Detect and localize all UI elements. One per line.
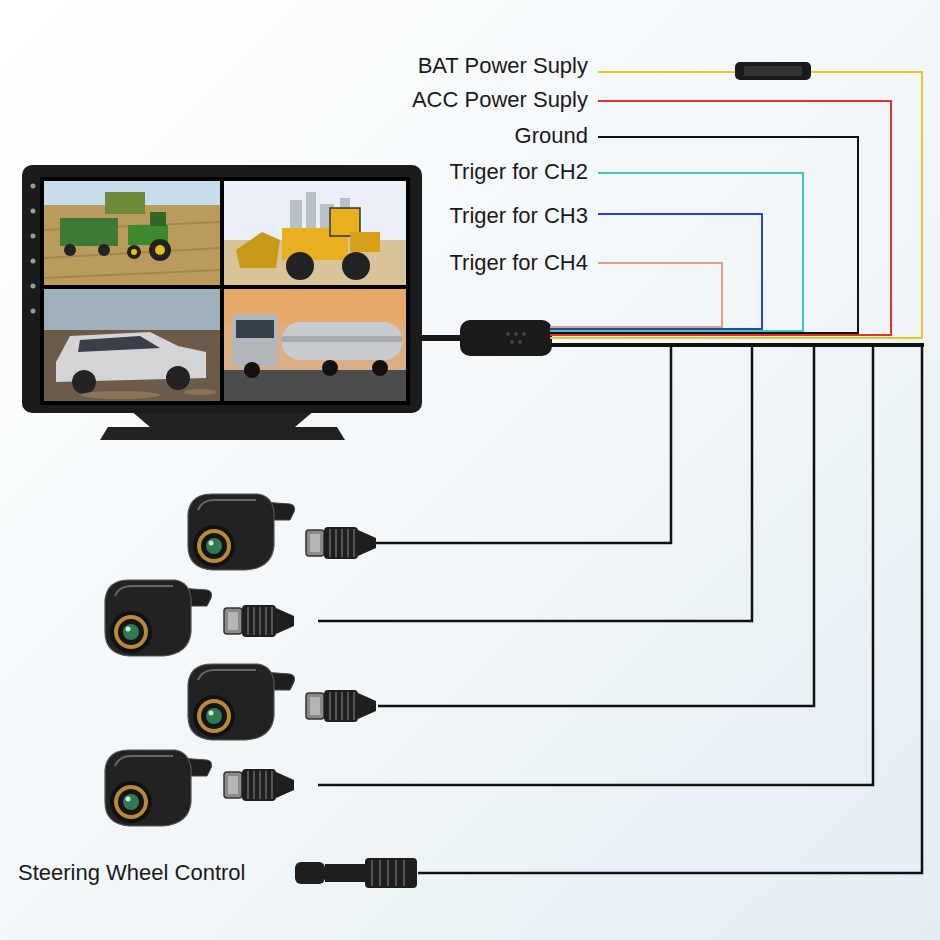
wire-label: ACC Power Suply [412, 86, 588, 114]
wire-label: Triger for CH4 [449, 249, 588, 277]
label-slot: Triger for CH2 [449, 158, 588, 186]
wire-label: Triger for CH2 [449, 158, 588, 186]
label-slot: Steering Wheel Control [18, 859, 245, 887]
label-slot: Ground [515, 122, 588, 150]
wire-label: Ground [515, 122, 588, 150]
label-slot: ACC Power Suply [412, 86, 588, 114]
wire-label: Steering Wheel Control [18, 859, 245, 887]
wire-label: Triger for CH3 [449, 202, 588, 230]
wire-label: BAT Power Suply [418, 52, 588, 80]
label-slot: Triger for CH3 [449, 202, 588, 230]
label-slot: BAT Power Suply [418, 52, 588, 80]
label-slot: Triger for CH4 [449, 249, 588, 277]
